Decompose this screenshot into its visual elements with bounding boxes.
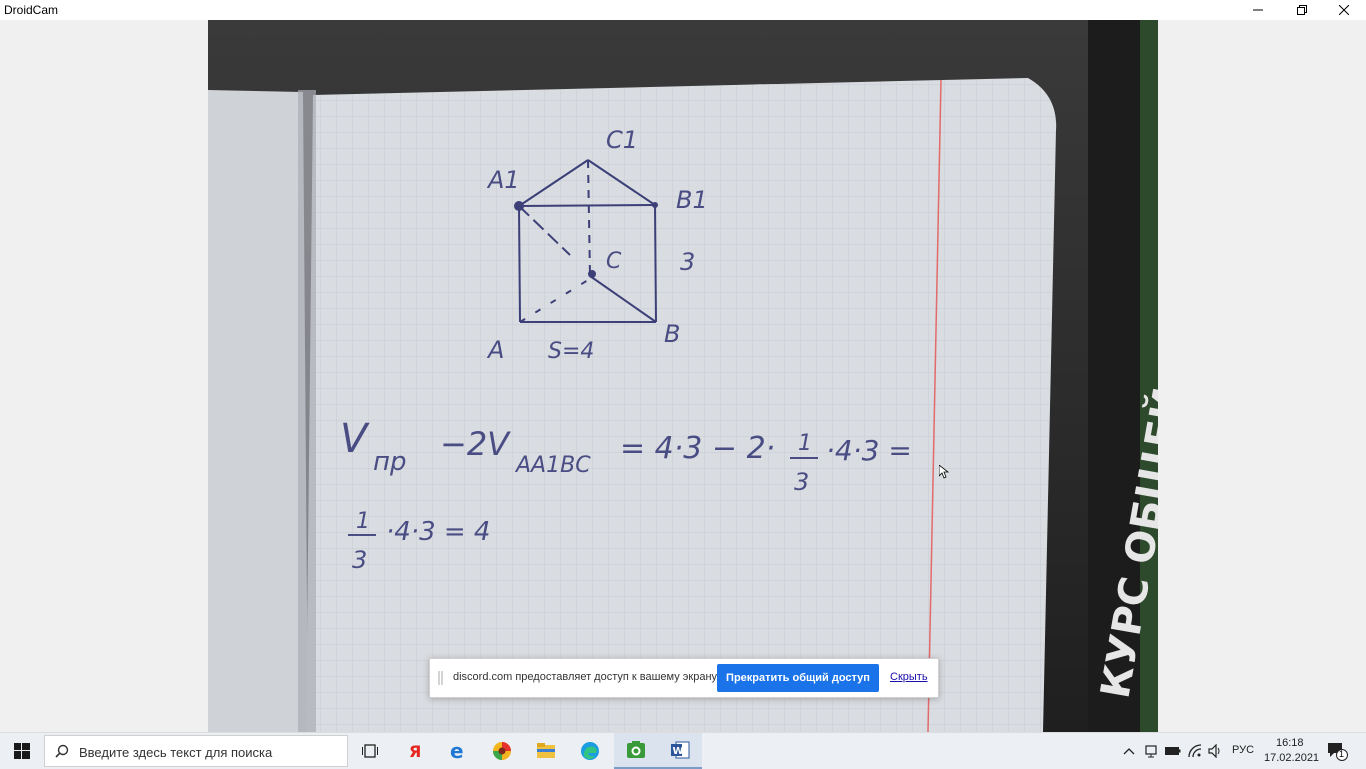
formula-line2: ·4·3 = 4 [386,517,490,547]
close-button[interactable] [1322,0,1366,20]
label-b: B [664,320,680,348]
droidcam-icon [627,741,645,758]
taskbar-search-box[interactable]: Введите здесь текст для поиска [44,735,348,767]
minimize-icon [1253,9,1263,11]
windows-icon [14,743,30,759]
drag-handle-icon[interactable] [438,671,444,685]
screen-share-banner: discord.com предоставляет доступ к вашем… [429,658,939,698]
restore-icon [1297,5,1307,15]
yandex-browser-button[interactable]: Я [392,733,436,769]
frac2-numerator: 1 [356,509,370,534]
search-placeholder: Введите здесь текст для поиска [79,745,273,760]
hide-link[interactable]: Скрыть [890,671,928,683]
word-button[interactable]: W [658,733,702,769]
label-c: C [606,249,622,274]
wifi-icon [1188,744,1202,758]
svg-text:e: e [450,741,464,761]
label-area: S=4 [548,339,594,364]
search-icon [55,744,69,758]
clock-date[interactable]: 17.02.2021 [1264,752,1320,764]
formula-minus-2v: −2V [440,425,511,463]
prism-diagram [514,159,658,323]
battery-icon [1165,747,1181,755]
formula-rest: = 4·3 − 2· [620,431,775,466]
notification-count: 1 [1339,749,1345,759]
edge-button[interactable] [568,733,612,769]
file-explorer-button[interactable] [524,733,568,769]
share-message: discord.com предоставляет доступ к вашем… [453,671,719,683]
svg-text:W: W [673,746,684,757]
stop-sharing-button[interactable]: Прекратить общий доступ [717,664,879,692]
frac1-numerator: 1 [798,431,812,456]
frac2-denominator: 3 [352,546,367,574]
battery-button[interactable] [1165,743,1181,759]
formula-sub-pr: пр [373,447,407,477]
edge-icon [581,742,599,760]
formula-v: V [340,416,370,462]
camera-feed: A1 C1 B1 C 3 A B S=4 V пр −2V AA1BC = 4·… [208,20,1158,732]
droidcam-button[interactable] [614,733,658,769]
start-button[interactable] [0,733,44,769]
notification-icon [1328,743,1348,761]
edge-legacy-icon: e [450,741,464,761]
notebook-photo: A1 C1 B1 C 3 A B S=4 V пр −2V AA1BC = 4·… [208,20,1158,732]
network-button[interactable] [1187,743,1203,759]
formula-sub-aa1bc: AA1BC [514,453,591,478]
label-a1: A1 [486,166,520,194]
formula-tail: ·4·3 = [826,434,912,467]
label-a: A [486,336,504,364]
yandex-app-button[interactable] [480,733,524,769]
close-icon [1339,5,1349,15]
task-view-button[interactable] [348,733,392,769]
label-edge: 3 [680,248,695,276]
frac1-denominator: 3 [794,468,809,496]
task-view-icon [362,744,378,758]
edge-legacy-button[interactable]: e [436,733,480,769]
yandex-app-icon [493,742,511,760]
label-c1: C1 [606,126,638,154]
label-b1: B1 [676,186,708,214]
window-title: DroidCam [4,3,59,17]
chevron-up-icon [1123,748,1135,755]
app-client-area: A1 C1 B1 C 3 A B S=4 V пр −2V AA1BC = 4·… [0,20,1366,732]
restore-button[interactable] [1280,0,1324,20]
title-bar: DroidCam [0,0,1366,20]
minimize-button[interactable] [1236,0,1280,20]
speaker-icon [1208,744,1220,758]
webcam-tray-icon [1145,745,1157,758]
show-hidden-icons-button[interactable] [1121,743,1137,759]
volume-button[interactable] [1207,743,1223,759]
formula: V пр −2V AA1BC = 4·3 − 2· 1 3 ·4·3 = 1 3… [340,416,912,574]
input-language[interactable]: РУС [1232,744,1255,756]
tray-meet-button[interactable] [1143,743,1159,759]
mouse-cursor-icon [939,465,949,479]
file-explorer-icon [537,743,555,758]
yandex-browser-icon: Я [409,742,421,760]
svg-text:Я: Я [409,742,421,760]
word-icon: W [671,741,690,759]
notifications-button[interactable]: 1 [1326,741,1348,761]
taskbar: Введите здесь текст для поиска Я e [0,732,1366,769]
clock-time[interactable]: 16:18 [1276,737,1304,749]
